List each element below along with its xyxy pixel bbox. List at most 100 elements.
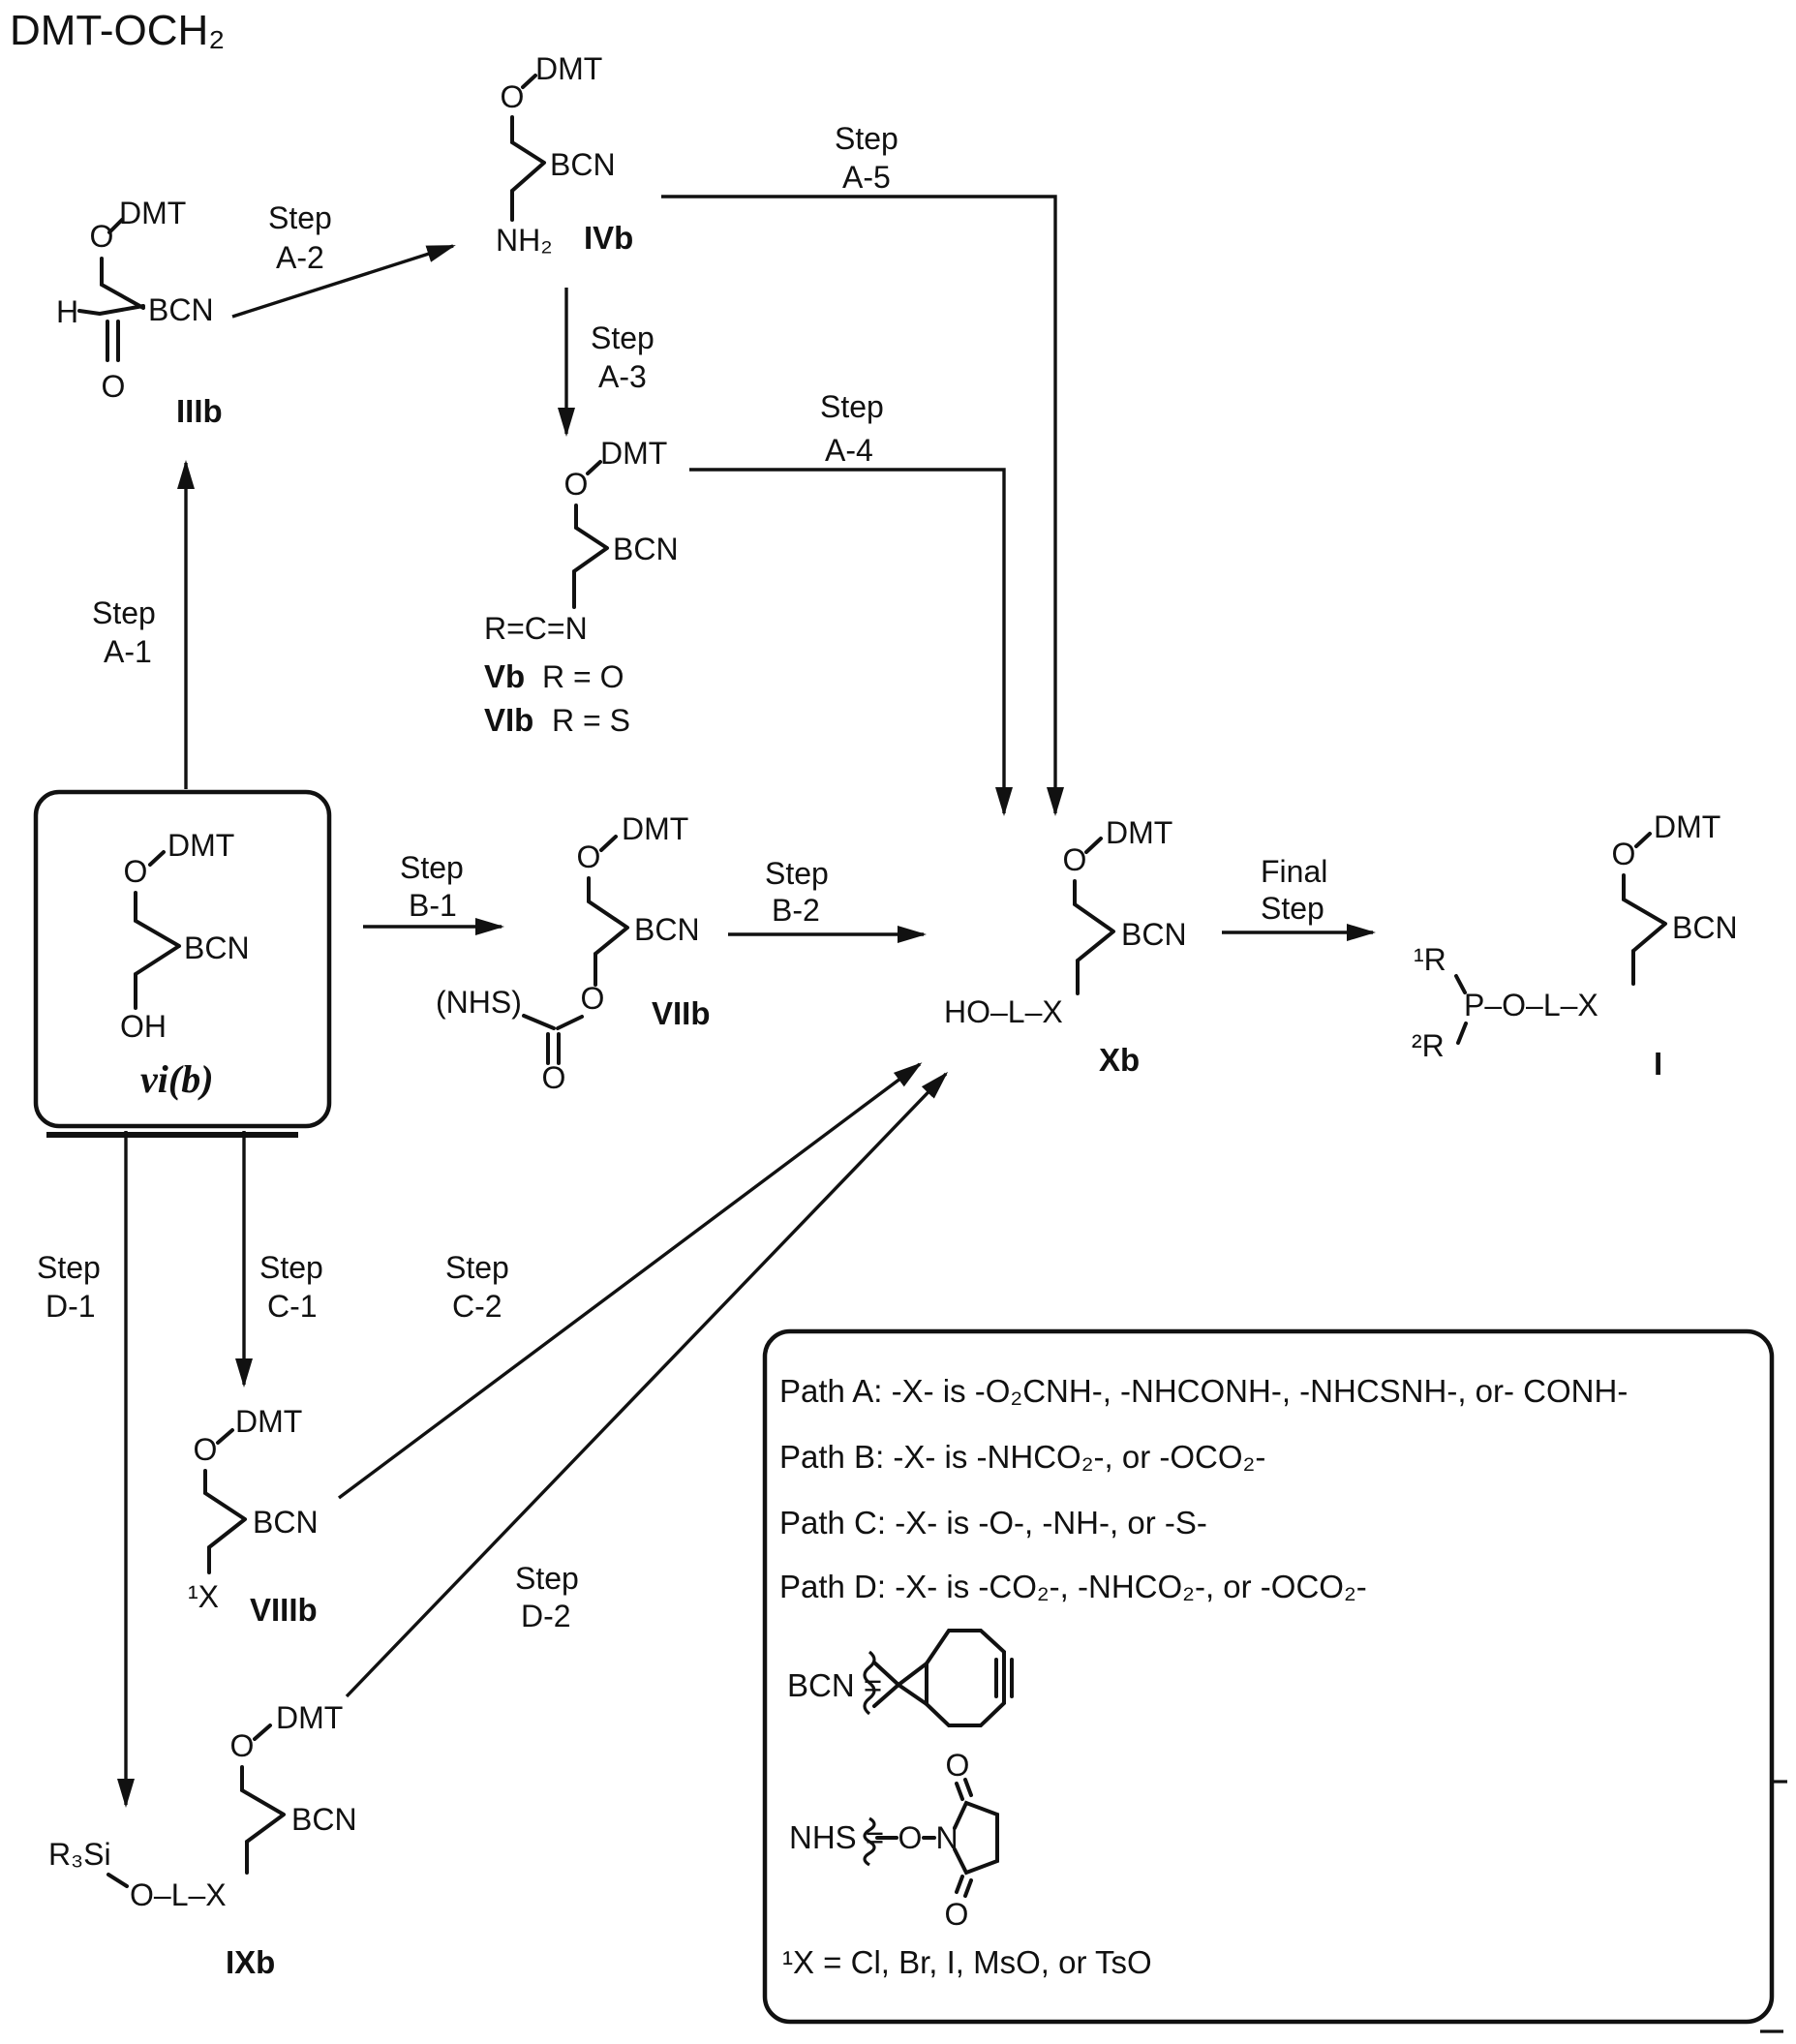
vib-dmt: DMT: [167, 828, 234, 863]
legend-border: [762, 1328, 1775, 2025]
step-c1: Step C-1: [235, 1131, 323, 1388]
ivb-o: O: [501, 79, 525, 114]
step-c1-word: Step: [259, 1250, 323, 1285]
step-d1-word: Step: [37, 1250, 101, 1285]
viiib-o: O: [194, 1432, 218, 1467]
vb-o: O: [564, 467, 589, 502]
i-r2: ²R: [1412, 1028, 1445, 1063]
legend-path-a: Path A: -X- is -O₂CNH-, -NHCONH-, -NHCSN…: [779, 1373, 1628, 1409]
i-dmt: DMT: [1654, 809, 1720, 844]
step-a3-word: Step: [591, 320, 654, 355]
step-a1: Step A-1: [92, 460, 195, 789]
xb-bonds: [1073, 837, 1115, 995]
ixb-dmt: DMT: [276, 1700, 343, 1735]
iiib-h: H: [56, 294, 78, 329]
i-polx: P–O–L–X: [1464, 988, 1598, 1022]
compound-ivb: O DMT BCN NH₂ IVb: [496, 51, 633, 258]
ixb-label: IXb: [226, 1944, 275, 1980]
compound-xb: O DMT BCN HO–L–X Xb: [944, 815, 1187, 1078]
iiib-bonds: [77, 218, 145, 362]
viib-dmt: DMT: [622, 811, 688, 846]
step-b2: Step B-2: [728, 856, 927, 943]
step-a2-code: A-2: [276, 240, 324, 275]
vib-box-border: [33, 789, 332, 1129]
bcn-triple-bond: [994, 1658, 1014, 1698]
xb-holx: HO–L–X: [944, 994, 1063, 1029]
i-o: O: [1612, 837, 1636, 871]
step-a4-code: A-4: [825, 433, 873, 468]
step-a2-arrow: [231, 244, 456, 319]
step-a3-code: A-3: [598, 359, 647, 394]
step-a5-arrow: [661, 195, 1064, 816]
legend-path-c: Path C: -X- is -O-, -NH-, or -S-: [779, 1505, 1207, 1541]
compound-vb-vib: O DMT BCN R=C=N Vb R = O VIb R = S: [484, 436, 679, 738]
nhs-o-link: O: [898, 1820, 923, 1855]
viiib-bonds: [203, 1428, 247, 1574]
ixb-r3si: R₃Si: [48, 1837, 111, 1872]
step-c1-code: C-1: [267, 1289, 318, 1324]
vb-label: Vb: [484, 658, 525, 694]
vb-bonds: [572, 460, 609, 609]
step-d2-code: D-2: [521, 1599, 571, 1633]
viiib-dmt: DMT: [235, 1404, 302, 1439]
nhs-n: N: [935, 1820, 958, 1855]
step-b2-word: Step: [765, 856, 829, 891]
viib-o-ester: O: [581, 981, 605, 1016]
i-label: I: [1654, 1046, 1662, 1082]
step-d1-code: D-1: [46, 1289, 96, 1324]
step-a4: Step A-4: [689, 389, 1013, 816]
viib-label: VIIb: [652, 995, 711, 1031]
ivb-nh2: NH₂: [496, 223, 553, 258]
xb-bcn: BCN: [1121, 917, 1187, 952]
step-d1: Step D-1: [37, 1131, 135, 1808]
iiib-o-carbonyl: O: [102, 369, 126, 404]
step-c2: Step C-2: [337, 1062, 923, 1500]
compound-viib: O DMT BCN O (NHS) O VIIb: [436, 811, 711, 1095]
final-step-word2: Step: [1261, 891, 1324, 926]
iiib-o-top: O: [90, 219, 114, 254]
vib-bonds: [134, 850, 181, 1010]
iiib-label: IIIb: [176, 393, 223, 429]
step-c2-arrow: [337, 1062, 923, 1500]
iiib-dmt: DMT: [119, 196, 186, 230]
step-d2: Step D-2: [345, 1071, 949, 1698]
step-a2: Step A-2: [231, 200, 456, 319]
step-a5: Step A-5: [661, 121, 1064, 816]
viiib-x1: ¹X: [188, 1579, 219, 1614]
step-c2-code: C-2: [452, 1289, 502, 1324]
step-a4-arrow: [689, 468, 1013, 816]
step-a1-word: Step: [92, 595, 156, 630]
nhs-ring-bonds: [953, 1778, 999, 1898]
viib-bonds: [522, 835, 629, 1065]
vib-label: VIb: [484, 702, 533, 738]
final-step-word1: Final: [1261, 854, 1327, 889]
page-title: DMT-OCH₂: [10, 7, 225, 54]
ivb-bonds: [510, 74, 546, 222]
i-r1: ¹R: [1414, 942, 1446, 977]
step-a2-word: Step: [268, 200, 332, 235]
ivb-bcn: BCN: [550, 147, 616, 182]
ixb-bonds: [107, 1724, 286, 1888]
vb-dmt: DMT: [600, 436, 667, 471]
xb-dmt: DMT: [1106, 815, 1172, 850]
nhs-wavy-bond: [863, 1816, 876, 1867]
legend-x1-def: ¹X = Cl, Br, I, MsO, or TsO: [782, 1944, 1152, 1980]
ixb-bcn: BCN: [291, 1802, 357, 1837]
step-d2-arrow: [345, 1071, 949, 1698]
viib-bcn: BCN: [634, 912, 700, 947]
step-b1-code: B-1: [409, 888, 457, 923]
vib-label: vi(b): [140, 1057, 214, 1101]
vib-r-def: R = S: [552, 703, 630, 738]
bcn-ring: [925, 1629, 1006, 1727]
viib-o-top: O: [577, 839, 601, 874]
i-bcn: BCN: [1672, 910, 1738, 945]
compound-i: O DMT BCN ¹R ²R P–O–L–X I: [1412, 809, 1738, 1082]
nhs-o-bottom: O: [945, 1897, 969, 1932]
compound-iiib: O DMT BCN H O IIIb: [56, 196, 223, 429]
step-a1-code: A-1: [104, 634, 152, 669]
vb-r-def: R = O: [542, 659, 624, 694]
viiib-label: VIIIb: [250, 1592, 318, 1628]
vib-oh: OH: [120, 1009, 167, 1044]
step-c2-word: Step: [445, 1250, 509, 1285]
